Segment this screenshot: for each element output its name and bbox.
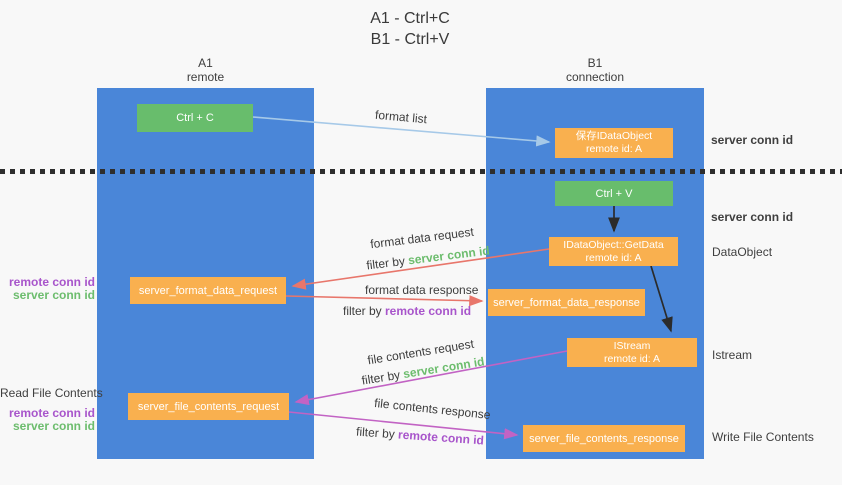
- edge-label-file-contents-response: file contents response: [373, 395, 492, 423]
- node-ctrl-c: Ctrl + C: [137, 104, 253, 132]
- edge-label-format-data-response-filter: filter by remote conn id: [343, 304, 471, 318]
- node-save-idataobject-line2: remote id: A: [585, 143, 643, 155]
- node-istream: IStream remote id: A: [567, 338, 697, 367]
- filter-prefix: filter by: [343, 304, 386, 318]
- node-save-idataobject: 保存IDataObject remote id: A: [555, 128, 673, 158]
- edge-label-format-data-response: format data response: [365, 283, 479, 297]
- node-server-file-contents-response: server_file_contents_response: [523, 425, 685, 452]
- label-server-conn-id: server conn id: [12, 419, 95, 433]
- edge-label-format-list: format list: [374, 107, 428, 127]
- label-istream: Istream: [712, 348, 753, 362]
- node-file-request-label: server_file_contents_request: [137, 400, 280, 413]
- lane-b1-title: B1: [587, 56, 603, 70]
- title-line-1: A1 - Ctrl+C: [370, 10, 450, 27]
- lane-header-a1-remote: A1 remote: [97, 56, 314, 84]
- filter-key-server-conn-id: server conn id: [407, 243, 491, 268]
- filter-prefix: filter by: [360, 367, 405, 388]
- node-idataobject-getdata: IDataObject::GetData remote id: A: [549, 237, 678, 266]
- label-remote-conn-id: remote conn id: [8, 275, 95, 289]
- filter-key-remote-conn-id: remote conn id: [397, 427, 485, 448]
- left-labels-file-conn-ids: remote conn id server conn id: [0, 407, 95, 433]
- lane-b1-subtitle: connection: [565, 70, 625, 84]
- node-server-format-data-request: server_format_data_request: [130, 277, 286, 304]
- node-file-response-label: server_file_contents_response: [529, 432, 679, 445]
- node-format-response-label: server_format_data_response: [493, 296, 640, 309]
- lane-a1-subtitle: remote: [186, 70, 225, 84]
- label-dataobject: DataObject: [712, 245, 773, 259]
- filter-prefix: filter by: [355, 424, 399, 442]
- node-getdata-line2: remote id: A: [585, 251, 642, 264]
- node-format-request-label: server_format_data_request: [138, 284, 278, 297]
- label-write-file-contents: Write File Contents: [712, 430, 814, 444]
- title-line-2: B1 - Ctrl+V: [370, 31, 450, 48]
- left-labels-format-conn-ids: remote conn id server conn id: [0, 276, 95, 302]
- dotted-divider: [0, 169, 842, 174]
- filter-prefix: filter by: [365, 253, 410, 273]
- node-save-idataobject-line1: 保存IDataObject: [575, 130, 653, 142]
- node-ctrl-c-label: Ctrl + C: [176, 112, 214, 124]
- lane-a1-title: A1: [198, 56, 213, 70]
- node-server-format-data-response: server_format_data_response: [488, 289, 645, 316]
- node-ctrl-v: Ctrl + V: [555, 181, 673, 206]
- filter-key-remote-conn-id: remote conn id: [385, 304, 472, 318]
- lane-header-b1-connection: B1 connection: [486, 56, 704, 84]
- node-getdata-line1: IDataObject::GetData: [563, 238, 664, 251]
- node-server-file-contents-request: server_file_contents_request: [128, 393, 289, 420]
- diagram-title: A1 - Ctrl+C B1 - Ctrl+V: [310, 8, 510, 50]
- node-istream-line1: IStream: [613, 339, 651, 352]
- label-server-conn-id-mid: server conn id: [711, 210, 794, 224]
- edge-label-file-contents-response-filter: filter by remote conn id: [356, 425, 485, 448]
- node-istream-line2: remote id: A: [603, 352, 661, 365]
- label-server-conn-id-top: server conn id: [711, 133, 794, 147]
- label-read-file-contents: Read File Contents: [0, 386, 103, 400]
- label-server-conn-id: server conn id: [12, 288, 95, 302]
- label-remote-conn-id: remote conn id: [8, 406, 95, 420]
- node-ctrl-v-label: Ctrl + V: [595, 187, 633, 200]
